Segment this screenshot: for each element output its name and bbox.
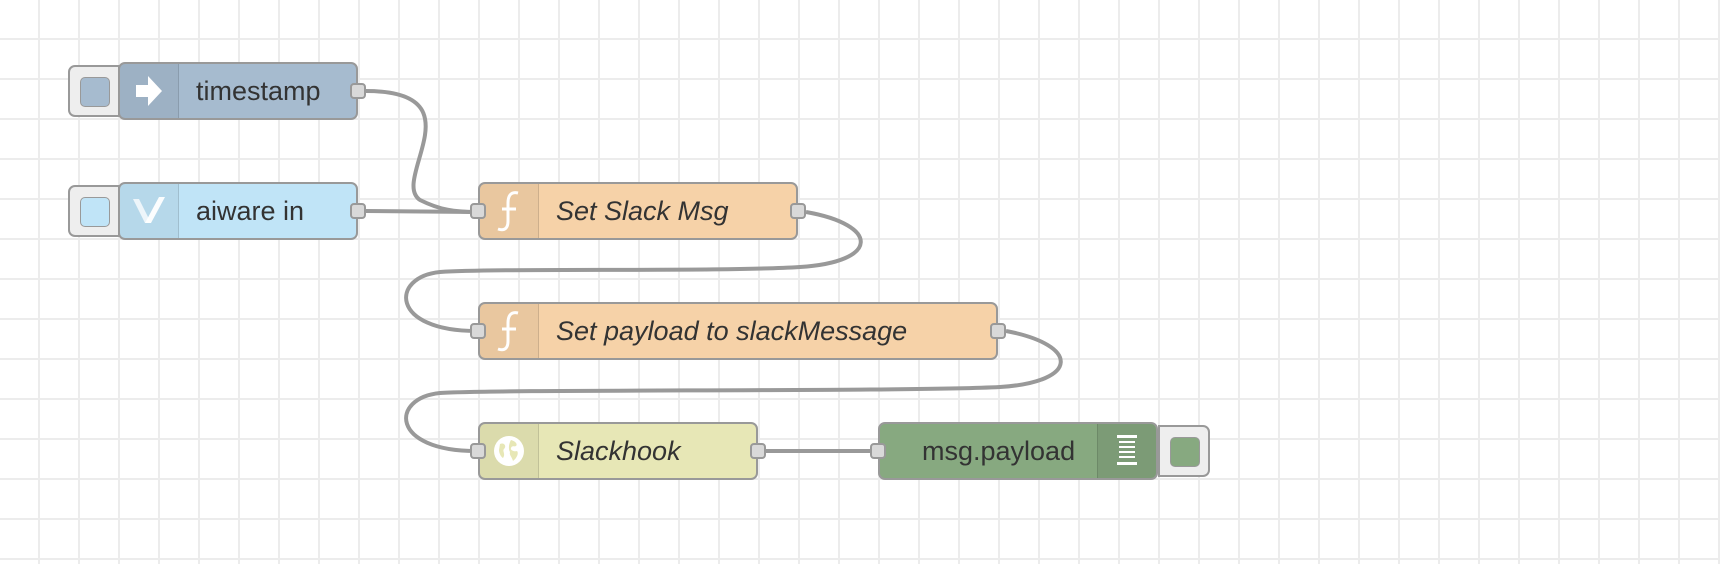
arrow-in-icon bbox=[120, 64, 179, 118]
function-icon bbox=[480, 184, 539, 238]
node-label: Slackhook bbox=[556, 435, 681, 466]
node-label: aiware in bbox=[196, 195, 305, 226]
output-port[interactable] bbox=[350, 83, 366, 99]
input-port[interactable] bbox=[470, 323, 486, 339]
node-slackhook[interactable]: Slackhook bbox=[470, 422, 766, 480]
wire-aiware-in-to-set-slack-msg[interactable] bbox=[365, 209, 477, 214]
wire-timestamp-to-set-slack-msg[interactable] bbox=[365, 89, 477, 214]
inject-button-face bbox=[80, 77, 110, 107]
aiware-logo-icon bbox=[120, 184, 179, 238]
output-port[interactable] bbox=[750, 443, 766, 459]
function-icon bbox=[480, 304, 539, 358]
input-port[interactable] bbox=[870, 443, 886, 459]
wire-set-payload-to-slackhook[interactable] bbox=[404, 329, 1063, 453]
node-timestamp[interactable]: timestamp bbox=[118, 62, 366, 120]
node-aiware-in[interactable]: aiware in bbox=[118, 182, 366, 240]
node-msg-payload[interactable]: msg.payload bbox=[870, 422, 1158, 480]
node-label: timestamp bbox=[196, 75, 321, 106]
output-port[interactable] bbox=[990, 323, 1006, 339]
globe-icon bbox=[480, 424, 539, 478]
aiware-in-button[interactable] bbox=[68, 185, 120, 237]
node-label: Set payload to slackMessage bbox=[556, 315, 908, 346]
debug-toggle-face bbox=[1170, 437, 1200, 467]
input-port[interactable] bbox=[470, 443, 486, 459]
node-label: Set Slack Msg bbox=[556, 195, 729, 226]
node-set-payload[interactable]: Set payload to slackMessage bbox=[470, 302, 1006, 360]
debug-list-icon bbox=[1097, 424, 1156, 478]
wire-set-slack-msg-to-set-payload[interactable] bbox=[404, 210, 863, 333]
debug-toggle-button[interactable] bbox=[1158, 425, 1210, 477]
node-set-slack-msg[interactable]: Set Slack Msg bbox=[470, 182, 806, 240]
input-port[interactable] bbox=[470, 203, 486, 219]
inject-button[interactable] bbox=[68, 65, 120, 117]
node-label: msg.payload bbox=[922, 435, 1076, 466]
output-port[interactable] bbox=[350, 203, 366, 219]
output-port[interactable] bbox=[790, 203, 806, 219]
aiware-in-button-face bbox=[80, 197, 110, 227]
